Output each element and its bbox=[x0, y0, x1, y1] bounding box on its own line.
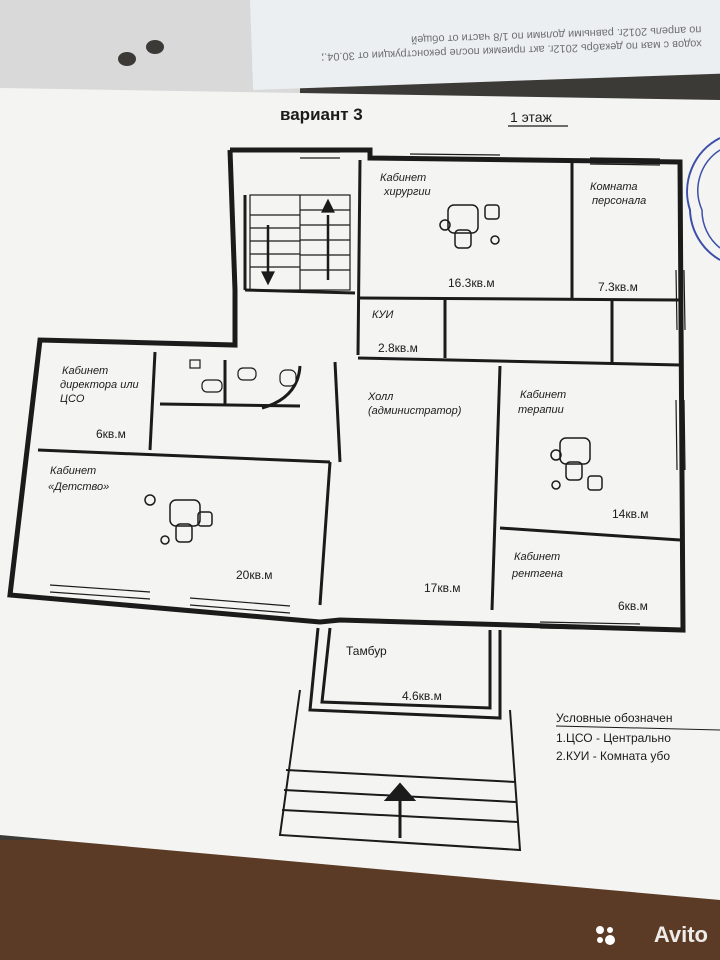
binder-hole bbox=[118, 52, 136, 66]
room-area: 2.8кв.м bbox=[378, 341, 418, 355]
room-area: 17кв.м bbox=[424, 581, 461, 595]
interior-walls bbox=[37, 159, 681, 611]
room-name: Комната bbox=[590, 181, 637, 193]
avito-watermark: Avito bbox=[653, 922, 708, 947]
room-area: 16.3кв.м bbox=[448, 276, 495, 290]
vestibule-walls bbox=[308, 627, 502, 720]
room-area: 6кв.м bbox=[618, 599, 648, 613]
binder-hole bbox=[146, 40, 164, 54]
plan-title: вариант 3 bbox=[280, 105, 363, 124]
room-name: КУИ bbox=[372, 309, 394, 321]
room-area: 7.3кв.м bbox=[598, 280, 638, 294]
room-name: директора или bbox=[60, 379, 139, 391]
room-director: Кабинет директора или ЦСО 6кв.м bbox=[60, 365, 139, 441]
legend-item: 1.ЦСО - Центральнo bbox=[556, 731, 671, 745]
legend-item: 2.КУИ - Комната убо bbox=[556, 749, 670, 763]
dental-chair-icon bbox=[439, 204, 500, 249]
room-surgery: Кабинет хирургии 16.3кв.м bbox=[380, 172, 495, 290]
room-area: 14кв.м bbox=[612, 507, 649, 521]
legend-title: Условные обозначен bbox=[556, 711, 672, 725]
floor-label: 1 этаж bbox=[510, 109, 553, 125]
exterior-walls bbox=[7, 147, 686, 633]
room-name: Кабинет bbox=[62, 365, 108, 377]
room-name: Кабинет bbox=[50, 465, 96, 477]
room-childhood: Кабинет «Детство» 20кв.м bbox=[48, 465, 273, 582]
stamp-seal bbox=[686, 137, 720, 261]
room-hall: Холл (администратор) 17кв.м bbox=[367, 391, 462, 595]
room-area: 6кв.м bbox=[96, 427, 126, 441]
room-name: рентгена bbox=[511, 568, 563, 580]
staircase bbox=[249, 194, 351, 291]
room-name: персонала bbox=[592, 195, 646, 207]
legend-underline bbox=[555, 725, 720, 731]
dental-chair-icon bbox=[144, 494, 213, 545]
room-name: Холл bbox=[367, 391, 393, 403]
windows bbox=[49, 151, 686, 631]
room-xray: Кабинет рентгена 6кв.м bbox=[511, 551, 648, 613]
room-name: Тамбур bbox=[346, 644, 387, 658]
room-area: 20кв.м bbox=[236, 568, 273, 582]
legend: Условные обозначен 1.ЦСО - Центральнo 2.… bbox=[555, 711, 720, 763]
room-vestibule: Тамбур 4.6кв.м bbox=[346, 644, 442, 703]
entrance-steps bbox=[278, 689, 522, 852]
room-kui: КУИ 2.8кв.м bbox=[372, 309, 418, 355]
room-therapy: Кабинет терапии 14кв.м bbox=[518, 389, 649, 521]
room-name: терапии bbox=[518, 404, 564, 416]
room-name: «Детство» bbox=[48, 481, 109, 493]
dental-chair-icon bbox=[550, 437, 603, 491]
room-name: хирургии bbox=[383, 186, 431, 198]
avito-logo-icon bbox=[596, 926, 615, 945]
room-staff: Комната персонала 7.3кв.м bbox=[590, 181, 646, 294]
toilet-fixtures bbox=[189, 359, 297, 393]
room-area: 4.6кв.м bbox=[402, 689, 442, 703]
room-name: ЦСО bbox=[60, 393, 85, 405]
room-name: Кабинет bbox=[380, 172, 426, 184]
paper-sheet bbox=[0, 88, 720, 900]
room-name: Кабинет bbox=[520, 389, 566, 401]
room-name: Кабинет bbox=[514, 551, 560, 563]
room-name: (администратор) bbox=[368, 405, 462, 417]
